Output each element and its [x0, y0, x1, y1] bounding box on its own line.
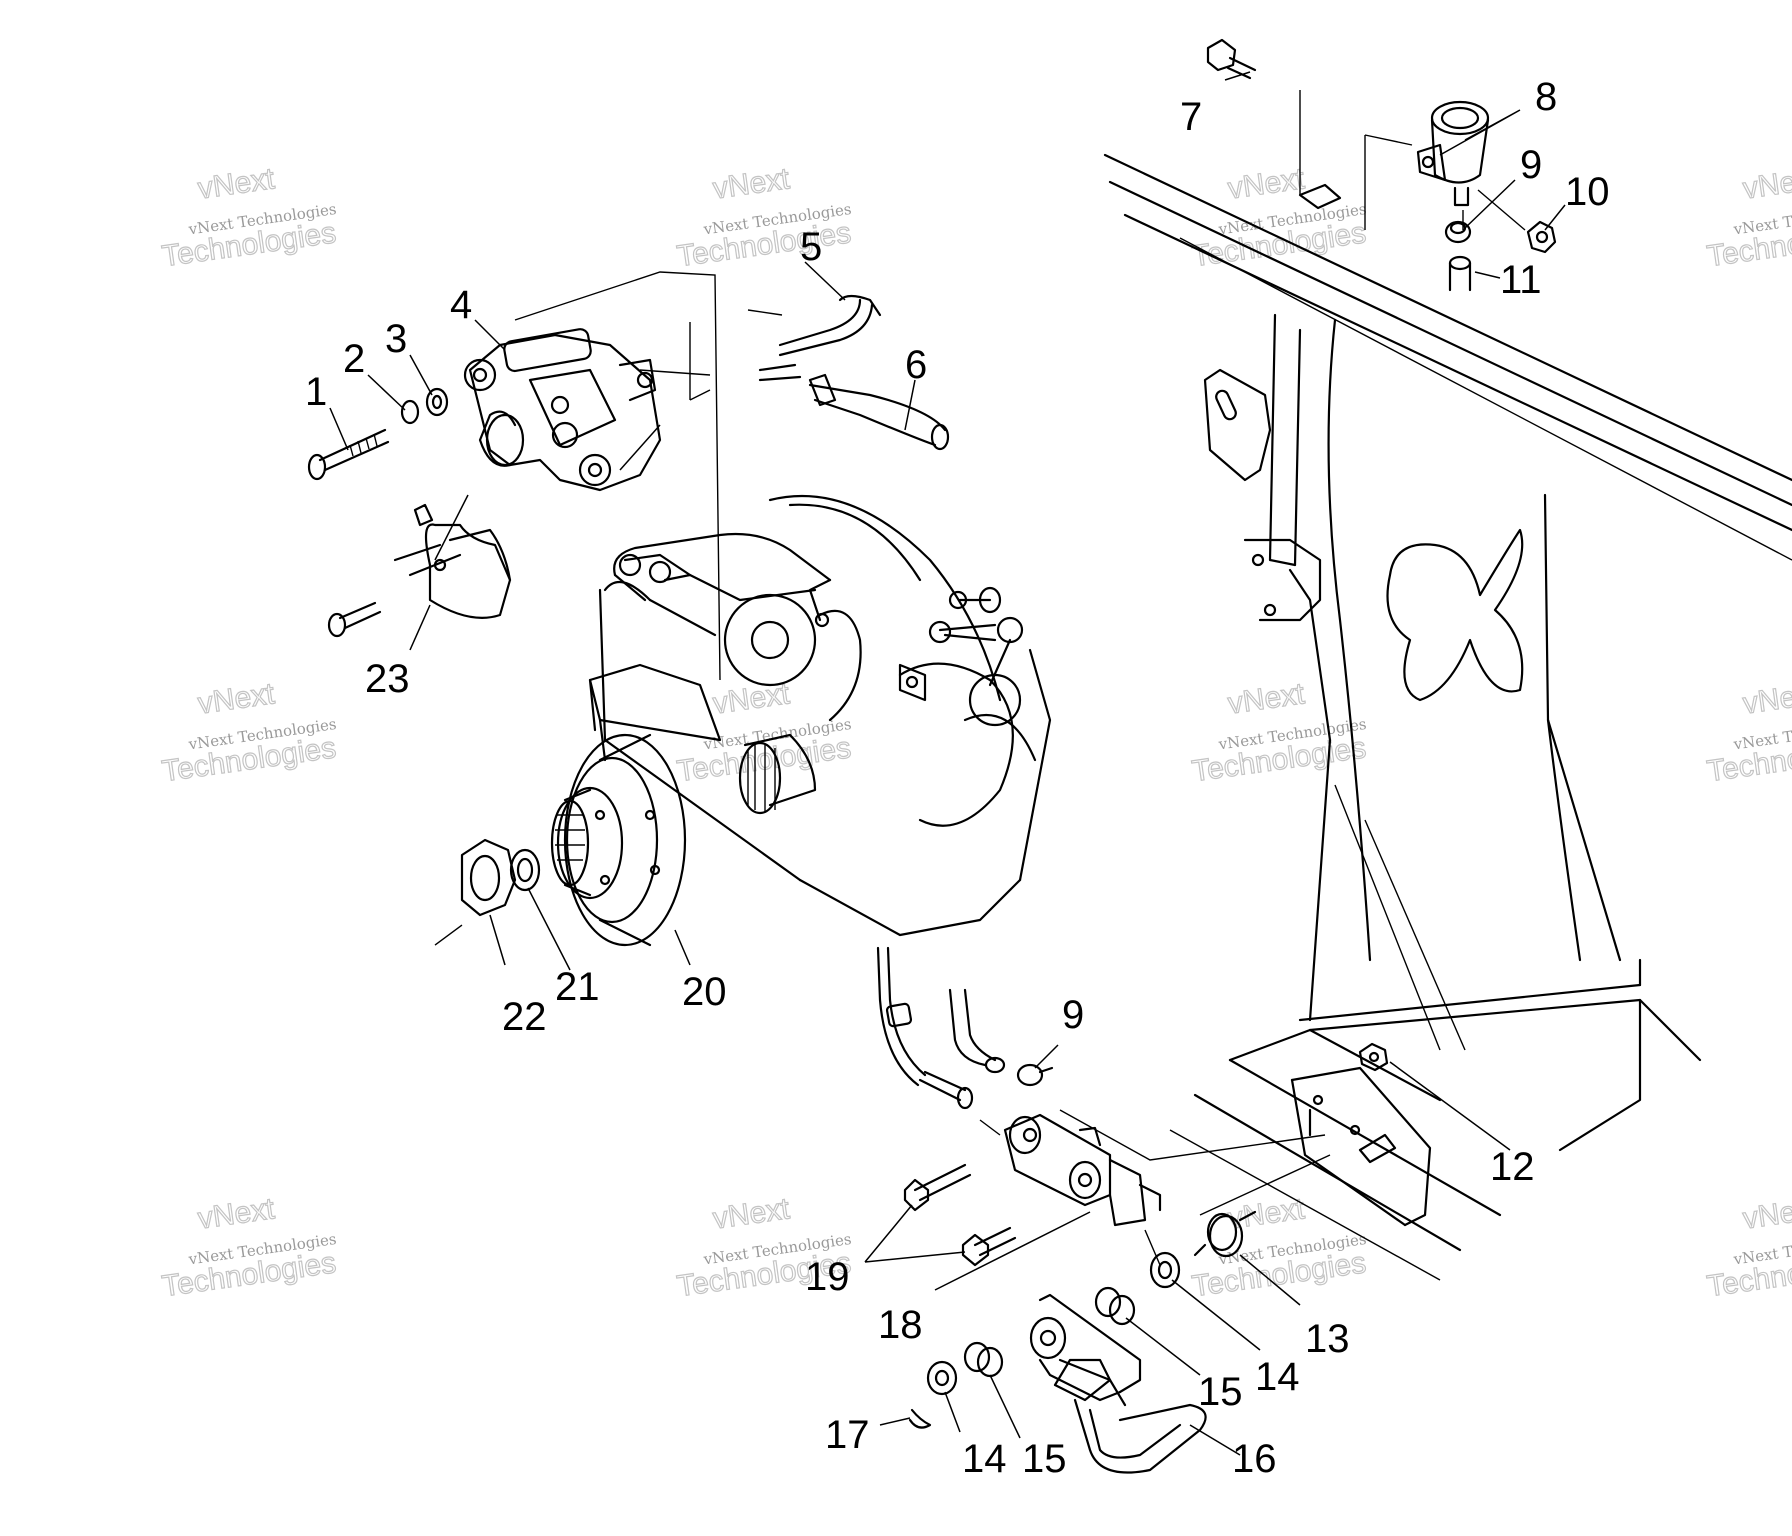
callout-23: 23 — [365, 657, 410, 701]
master-cylinder-18 — [979, 1113, 1162, 1227]
callout-numbers: 1 2 3 4 5 6 7 8 9 10 11 12 13 14 14 15 1… — [305, 75, 1610, 1481]
nut-10 — [1526, 220, 1557, 254]
callout-6: 6 — [905, 343, 927, 387]
callout-15-left: 15 — [1022, 1437, 1067, 1481]
callout-4: 4 — [450, 283, 472, 327]
callout-21: 21 — [555, 965, 600, 1009]
brake-pads — [327, 503, 512, 638]
mounting-bracket — [1290, 1066, 1432, 1227]
callout-17: 17 — [825, 1413, 870, 1457]
hose-11 — [1448, 255, 1472, 292]
callout-18: 18 — [878, 1303, 923, 1347]
callout-14-left: 14 — [962, 1437, 1007, 1481]
watermark-text: vNext — [1741, 1192, 1792, 1235]
watermark: vNext vNext Technologies Technologies — [1189, 677, 1368, 789]
brake-disc — [550, 733, 687, 947]
watermark-text: vNext — [1226, 677, 1307, 720]
callout-1: 1 — [305, 370, 327, 414]
callout-7: 7 — [1180, 95, 1202, 139]
reservoir-bracket — [1298, 183, 1342, 210]
watermark: vNext vNext Technologies Technologies — [674, 162, 853, 274]
watermark-text: vNext — [1741, 677, 1792, 720]
bushing-15b — [963, 1341, 1004, 1378]
cotter-pin-17 — [908, 1408, 932, 1429]
callout-8: 8 — [1535, 75, 1557, 119]
lockwasher-2 — [400, 399, 420, 425]
callout-9-bottom: 9 — [1062, 993, 1084, 1037]
callout-19: 19 — [805, 1255, 850, 1299]
callout-14-right: 14 — [1255, 1355, 1300, 1399]
washer-3 — [425, 387, 449, 417]
bushing-15a — [1094, 1286, 1136, 1326]
watermark-text: vNext — [1226, 162, 1307, 205]
callout-22: 22 — [502, 995, 547, 1039]
brake-line-lower — [876, 946, 1006, 1110]
spring-13 — [1193, 1210, 1257, 1258]
reservoir — [1416, 100, 1490, 207]
brake-caliper — [463, 328, 662, 492]
watermark-text: vNext — [1741, 162, 1792, 205]
alignment-lines — [514, 90, 1526, 1266]
watermark-text: vNext — [196, 162, 277, 205]
bolt-7 — [1206, 38, 1257, 80]
callout-20: 20 — [682, 970, 727, 1014]
callout-3: 3 — [385, 317, 407, 361]
nut-22 — [434, 838, 517, 946]
callout-5: 5 — [800, 225, 822, 269]
brake-pedal-16 — [1029, 1293, 1207, 1474]
watermark: vNext vNext Technologies Technologies — [674, 677, 853, 789]
vehicle-frame — [1103, 153, 1792, 1281]
leader-lines — [329, 71, 1566, 1456]
callout-10: 10 — [1565, 170, 1610, 214]
watermark: vNext vNext Technologies Technologies — [159, 162, 338, 274]
callout-12: 12 — [1490, 1145, 1535, 1189]
watermark-text: vNext — [196, 677, 277, 720]
watermark: vNext vNext Technologies Technologies — [159, 1192, 338, 1304]
callout-13: 13 — [1305, 1317, 1350, 1361]
watermark-text: vNext — [196, 1192, 277, 1235]
watermark: vNext vNext Technologies Technologies — [1704, 1192, 1792, 1304]
callout-2: 2 — [343, 337, 365, 381]
washer-14a — [1149, 1251, 1181, 1289]
washer-14b — [926, 1360, 958, 1396]
hose-clamp-9 — [1016, 1063, 1054, 1087]
brake-hose — [758, 294, 950, 451]
callout-15-right: 15 — [1198, 1370, 1243, 1414]
callout-9-top: 9 — [1520, 143, 1542, 187]
watermark-text: vNext — [711, 162, 792, 205]
watermark: vNext vNext Technologies Technologies — [1704, 162, 1792, 274]
nut-12 — [1358, 1042, 1389, 1072]
bolt-19 — [903, 1163, 1017, 1267]
clamp-9-top — [1444, 220, 1472, 244]
callout-16: 16 — [1232, 1437, 1277, 1481]
washer-21 — [509, 848, 541, 892]
bolt-1 — [307, 428, 390, 481]
watermark: vNext vNext Technologies Technologies — [1704, 677, 1792, 789]
watermark-text: vNext — [711, 1192, 792, 1235]
callout-11: 11 — [1500, 258, 1542, 302]
watermark: vNext vNext Technologies Technologies — [159, 677, 338, 789]
engine-case — [588, 494, 1052, 937]
